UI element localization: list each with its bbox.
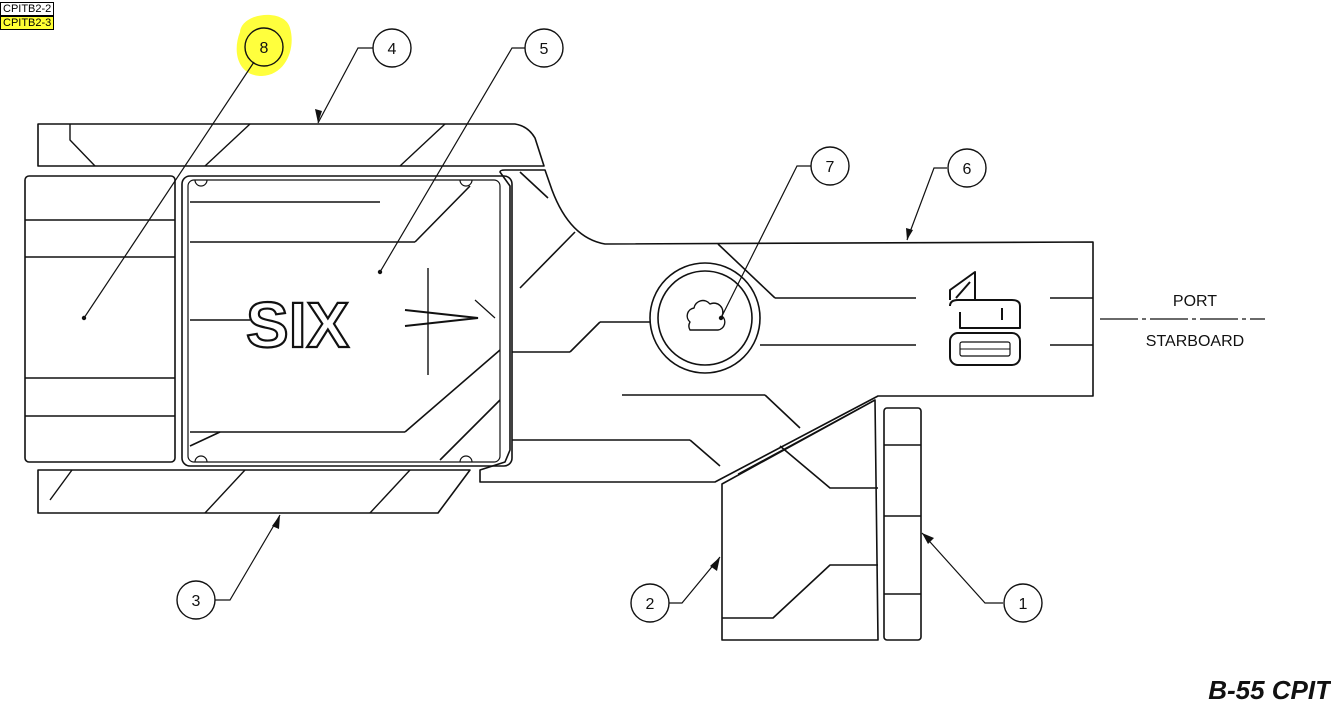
part-4-top-strip <box>37 123 545 167</box>
callout-6-balloon[interactable] <box>947 148 987 188</box>
callout-4-label: 4 <box>388 41 397 58</box>
callout-7-balloon[interactable] <box>810 146 850 186</box>
callout-3-label: 3 <box>192 593 201 610</box>
sheet-tag-2-highlighted[interactable]: CPITB2-3 <box>0 16 55 30</box>
callout-1-label: 1 <box>1019 596 1028 613</box>
callout-1-balloon[interactable] <box>1003 583 1043 623</box>
part-6-main-piece <box>479 169 1094 483</box>
callout-2-label: 2 <box>646 596 655 613</box>
part-1-right-strip <box>883 407 922 641</box>
part-7-hatch-outer <box>649 262 761 374</box>
part-5-center-panel <box>181 175 513 467</box>
part-2-lower-wedge <box>721 399 879 641</box>
callout-5-balloon[interactable] <box>524 28 564 68</box>
hatch-clover-icon <box>686 299 726 331</box>
vertical-logo <box>949 271 1021 366</box>
callout-6-label: 6 <box>963 161 972 178</box>
starboard-label: STARBOARD <box>1146 333 1244 350</box>
callout-2-balloon[interactable] <box>630 583 670 623</box>
callout-8-label: 8 <box>260 40 269 57</box>
drawing-number-corner: B-55 CPIT <box>1208 675 1331 705</box>
callout-8-balloon[interactable] <box>244 27 284 67</box>
callout-3-balloon[interactable] <box>176 580 216 620</box>
callout-4-balloon[interactable] <box>372 28 412 68</box>
sheet-tag-1[interactable]: CPITB2-2 <box>0 2 55 16</box>
six-logo-text: SIX <box>246 289 349 361</box>
callout-5-label: 5 <box>540 41 549 58</box>
port-label: PORT <box>1173 293 1217 310</box>
callout-7-label: 7 <box>826 159 835 176</box>
six-logo: SIX <box>245 268 496 375</box>
part-3-bottom-strip <box>37 469 471 514</box>
part-8-left-block <box>24 175 176 463</box>
